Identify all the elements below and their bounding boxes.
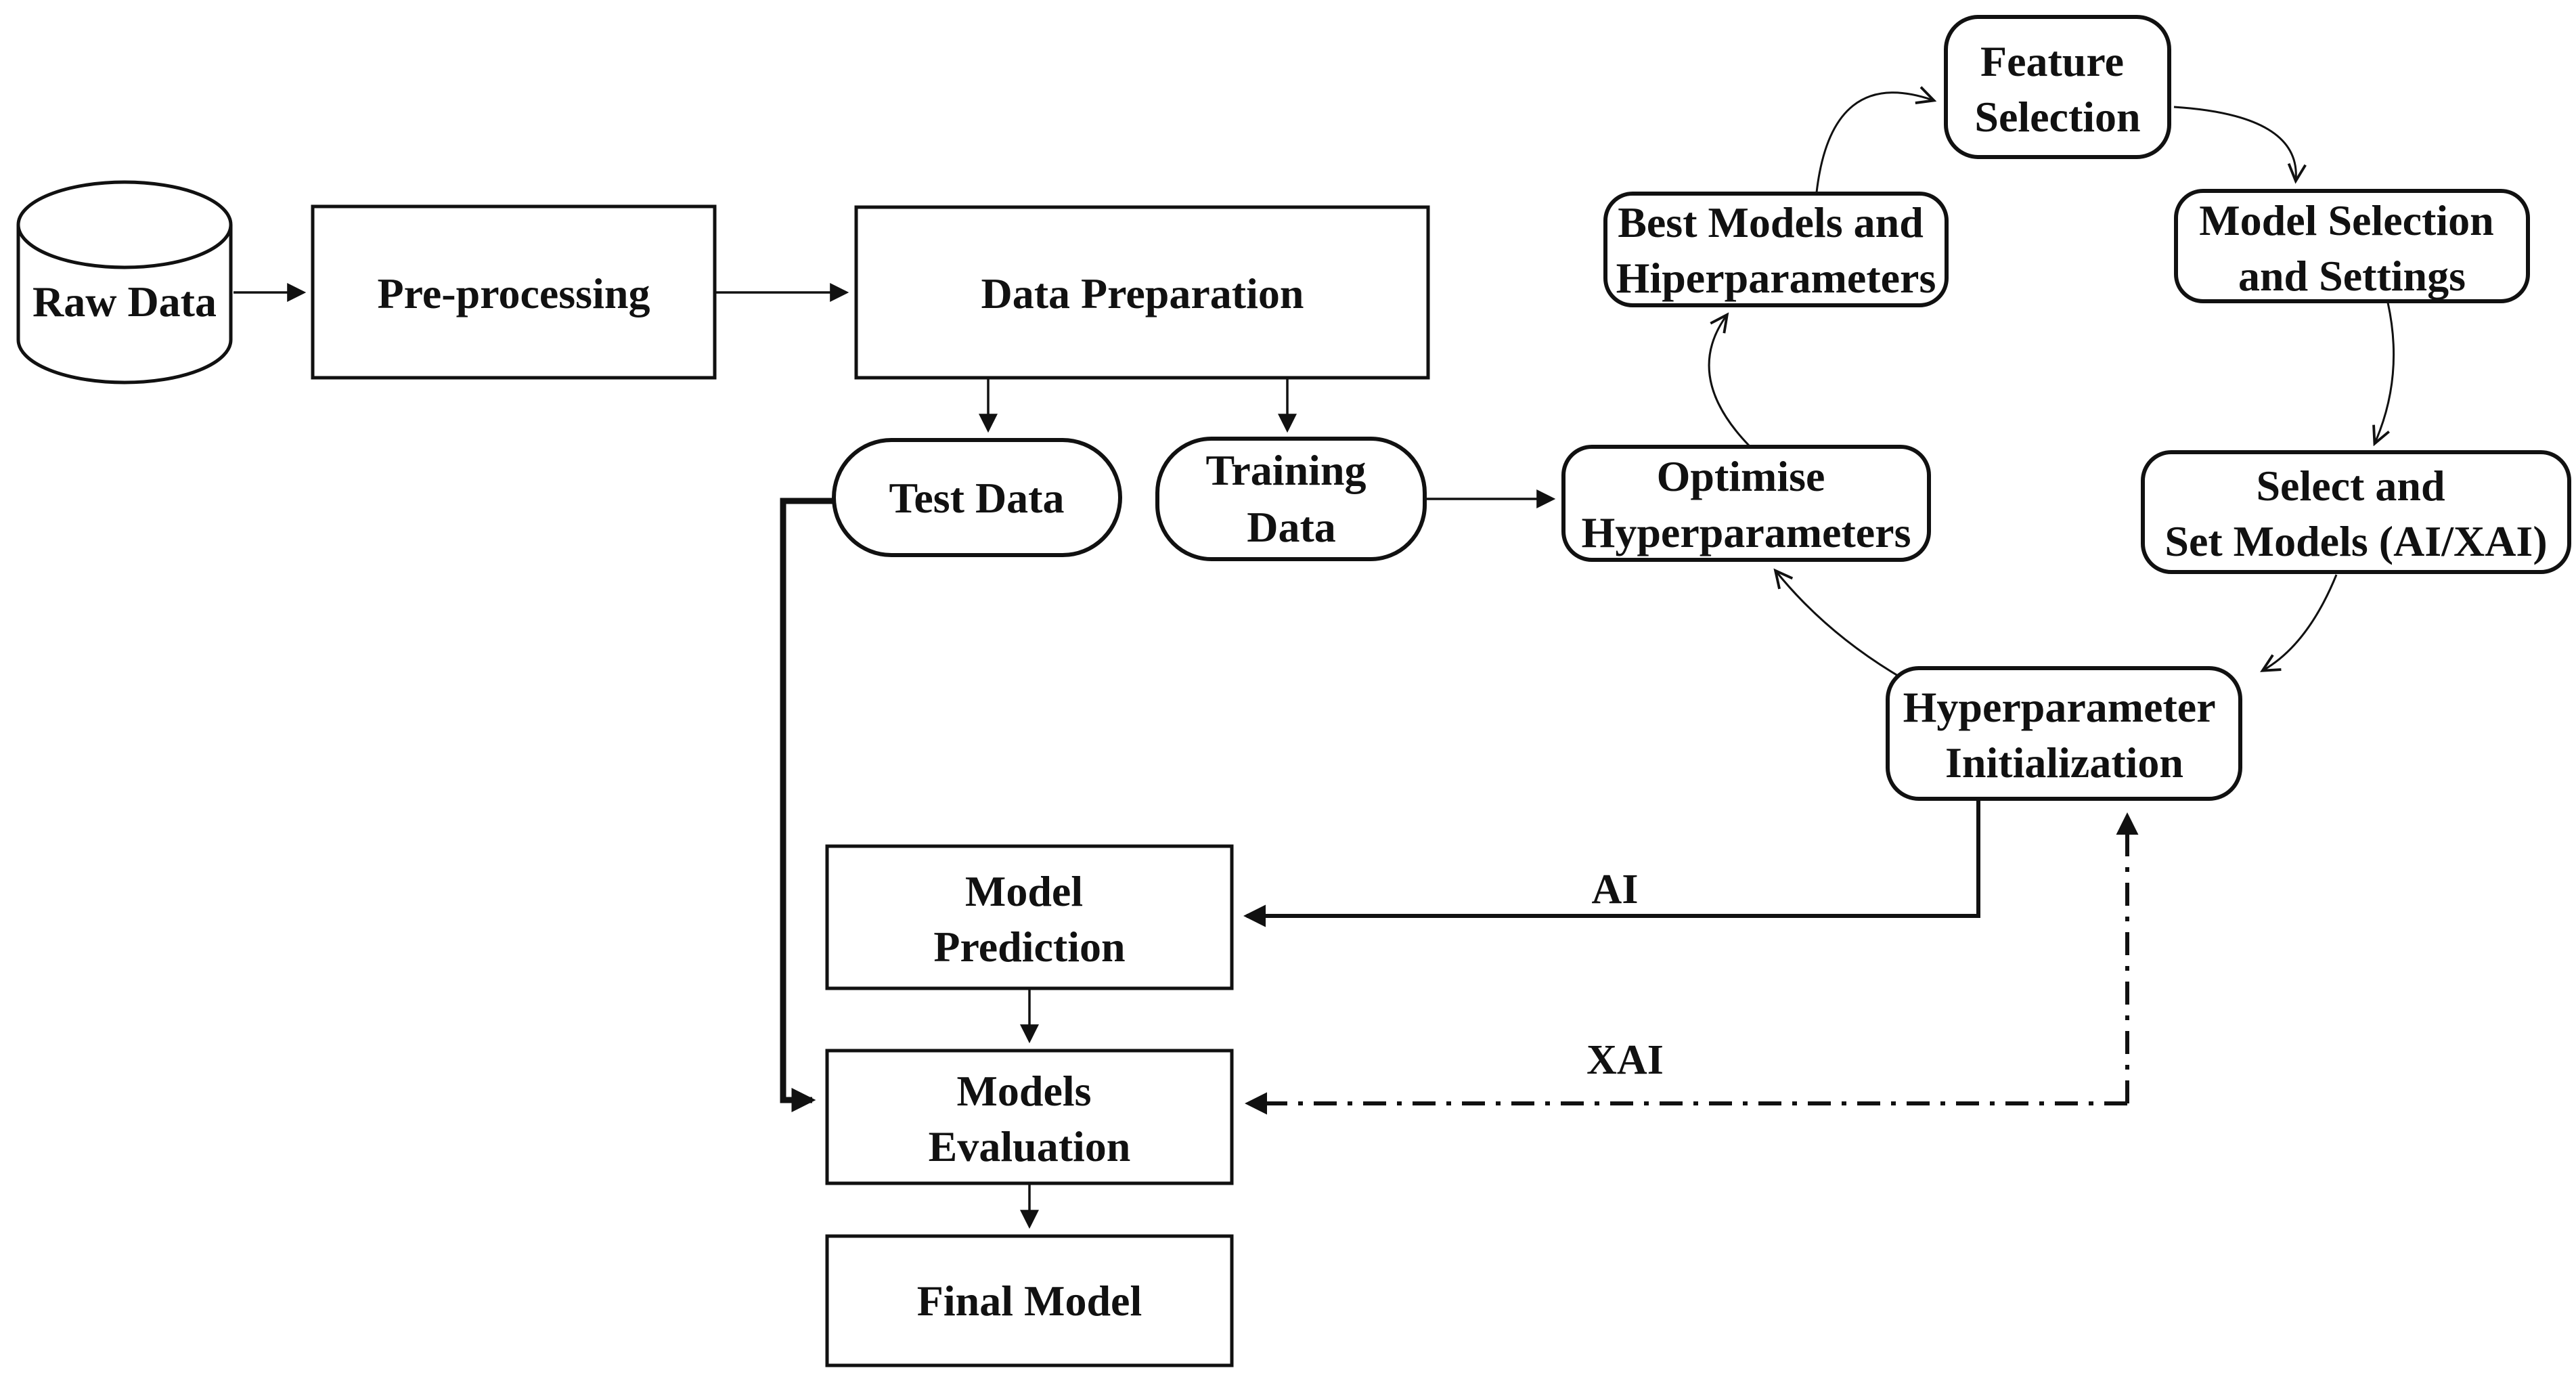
feature-selection-box <box>1944 15 2171 159</box>
edge-label-xai: XAI <box>1586 1037 1664 1083</box>
node-data-preparation: Data Preparation <box>854 205 1430 380</box>
feature-selection-label: Feature Selection <box>1974 37 2140 141</box>
model-prediction-label: Model Prediction <box>933 867 1125 971</box>
node-feature-selection: Feature Selection <box>1944 15 2171 159</box>
training-data-label: Training Data <box>1205 446 1377 551</box>
optimise-hyperparameters-box <box>1561 445 1931 562</box>
edge-label-ai: AI <box>1592 866 1639 913</box>
pre-processing-label: Pre-processing <box>378 269 650 317</box>
hyperparameter-initialization-label: Hyperparameter Initialization <box>1903 683 2226 787</box>
models-evaluation-label: Models Evaluation <box>929 1067 1131 1170</box>
test-data-label: Test Data <box>889 474 1065 522</box>
models-evaluation-box <box>825 1049 1234 1185</box>
test-data-box <box>832 438 1122 557</box>
best-models-box <box>1603 192 1949 307</box>
edge-feature-selection-to-model-selection <box>2173 106 2296 180</box>
training-data-box <box>1155 437 1427 561</box>
node-training-data: Training Data <box>1155 437 1427 561</box>
best-models-label: Best Models and Hiperparameters <box>1616 198 1936 302</box>
final-model-box <box>825 1234 1234 1367</box>
node-model-prediction: Model Prediction <box>825 844 1234 990</box>
select-set-models-label: Select and Set Models (AI/XAI) <box>2164 462 2547 565</box>
edge-model-selection-to-select-set-models <box>2375 302 2395 443</box>
node-final-model: Final Model <box>825 1234 1234 1367</box>
select-set-models-box <box>2141 450 2571 574</box>
optimise-hyperparameters-label: Optimise Hyperparameters <box>1582 452 1911 556</box>
raw-data-cylinder-body <box>16 225 233 385</box>
edge-test-data-to-models-evaluation <box>780 498 834 1112</box>
edge-ai-hyperparameter-initialization-to-model-prediction <box>1243 800 1980 927</box>
node-model-selection: Model Selection and Settings <box>2174 189 2530 303</box>
node-optimise-hyperparameters: Optimise Hyperparameters <box>1561 445 1931 562</box>
hyperparameter-initialization-box <box>1886 666 2242 801</box>
data-preparation-label: Data Preparation <box>981 269 1304 317</box>
pre-processing-box <box>311 204 717 380</box>
edge-hyperparameter-initialization-to-optimise <box>1776 571 1905 681</box>
edge-best-models-to-feature-selection <box>1815 93 1933 193</box>
data-preparation-box <box>854 205 1430 380</box>
model-selection-box <box>2174 189 2530 303</box>
edge-select-set-models-to-hyperparameter-initialization <box>2263 574 2338 670</box>
node-best-models: Best Models and Hiperparameters <box>1603 192 1949 307</box>
raw-data-label: Raw Data <box>32 278 217 326</box>
model-prediction-box <box>825 844 1234 990</box>
node-select-set-models: Select and Set Models (AI/XAI) <box>2141 450 2571 574</box>
final-model-label: Final Model <box>917 1277 1142 1325</box>
raw-data-cylinder-top <box>16 180 233 269</box>
node-models-evaluation: Models Evaluation <box>825 1049 1234 1185</box>
node-pre-processing: Pre-processing <box>311 204 717 380</box>
node-test-data: Test Data <box>832 438 1122 557</box>
node-raw-data: Raw Data <box>16 180 233 385</box>
edge-optimise-to-best-models <box>1708 315 1750 447</box>
model-selection-label: Model Selection and Settings <box>2199 196 2504 300</box>
node-hyperparameter-initialization: Hyperparameter Initialization <box>1886 666 2242 801</box>
